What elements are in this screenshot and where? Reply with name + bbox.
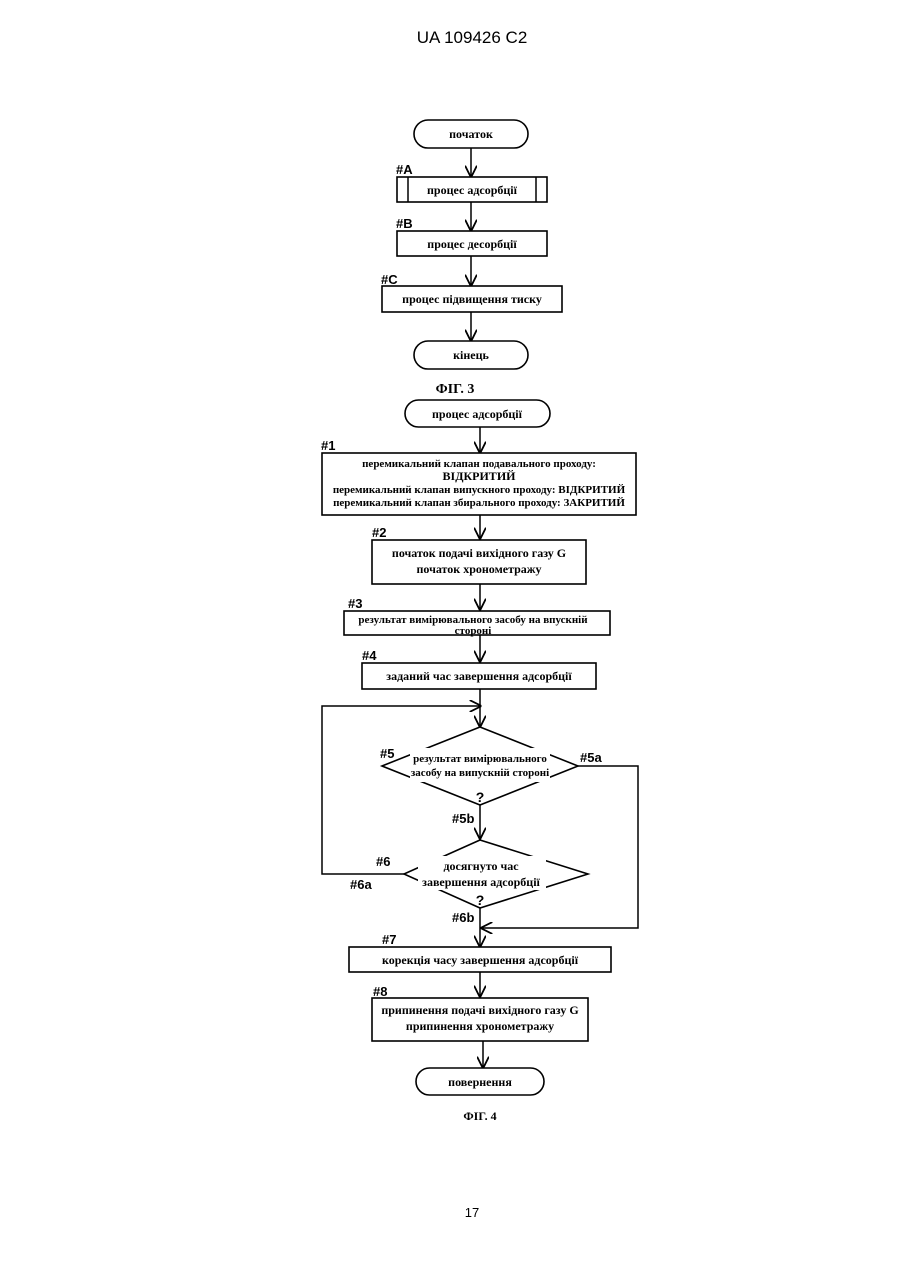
fig3-step-a-text: процес адсорбції <box>427 183 518 197</box>
step-8-line-2: припинення хронометражу <box>406 1019 554 1033</box>
fig3-step-b-text: процес десорбції <box>427 237 517 251</box>
fig4-end-label: повернення <box>448 1075 512 1089</box>
fig3-start-label: початок <box>449 127 493 141</box>
decision-5-line-2: засобу на випускній стороні <box>411 767 549 779</box>
step-8-label: #8 <box>373 984 387 999</box>
step-1-line-2: ВІДКРИТИЙ <box>443 469 517 483</box>
decision-5-line-1: результат вимірювального <box>413 753 547 765</box>
fig4-caption: ФІГ. 4 <box>463 1109 496 1123</box>
decision-6-branch-no-label: #6a <box>350 877 372 892</box>
fig3-step-c-label: #C <box>381 272 398 287</box>
step-2-line-1: початок подачі вихідного газу G <box>392 546 566 560</box>
decision-6-line-1: досягнуто час <box>443 859 519 873</box>
step-8-line-1: припинення подачі вихідного газу G <box>381 1003 578 1017</box>
patent-header: UA 109426 C2 <box>417 28 528 47</box>
step-2-label: #2 <box>372 525 386 540</box>
fig3-step-c-text: процес підвищення тиску <box>402 292 542 306</box>
decision-5-branch-no-label: #5b <box>452 811 474 826</box>
fig3-caption: ФІГ. 3 <box>436 382 475 397</box>
fig3-step-a-label: #A <box>396 162 413 177</box>
decision-6-branch-yes-label: #6b <box>452 910 474 925</box>
step-7-text: корекція часу завершення адсорбції <box>382 953 579 967</box>
decision-5-label: #5 <box>380 746 394 761</box>
step-4-text: заданий час завершення адсорбції <box>386 669 572 683</box>
step-7-label: #7 <box>382 932 396 947</box>
decision-6-question: ? <box>476 892 485 908</box>
step-1-line-4: перемикальний клапан збирального проходу… <box>333 497 625 509</box>
step-1-line-3: перемикальний клапан випускного проходу:… <box>333 484 626 496</box>
step-2-line-2: початок хронометражу <box>417 562 542 576</box>
step-4-label: #4 <box>362 648 377 663</box>
step-3-label: #3 <box>348 596 362 611</box>
page-number: 17 <box>465 1205 479 1220</box>
decision-6-line-2: завершення адсорбції <box>422 875 540 889</box>
decision-5-question: ? <box>476 789 485 805</box>
decision-5-branch-yes-label: #5a <box>580 750 602 765</box>
fig3-end-label: кінець <box>453 348 489 362</box>
decision-6-label: #6 <box>376 854 390 869</box>
step-3-line-2: стороні <box>455 625 492 637</box>
fig4-start-label: процес адсорбції <box>432 407 523 421</box>
fig3-step-b-label: #B <box>396 216 413 231</box>
step-1-label: #1 <box>321 438 335 453</box>
